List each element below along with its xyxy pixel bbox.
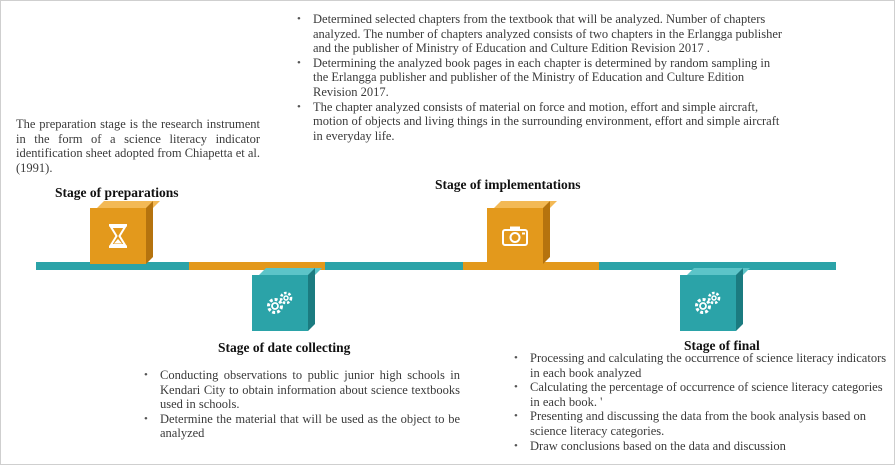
implementations-cube (487, 201, 557, 265)
gears-icon (267, 291, 293, 314)
final-title: Stage of final (684, 338, 760, 353)
implementations-bullet: Determining the analyzed book pages in e… (297, 56, 783, 100)
hourglass-icon (109, 224, 127, 248)
final-bullet: Draw conclusions based on the data and d… (514, 439, 890, 454)
data-collecting-bullet: Conducting observations to public junior… (144, 368, 460, 412)
final-cube (680, 268, 750, 332)
implementations-bullet: The chapter analyzed consists of materia… (297, 100, 783, 144)
timeline-segment (325, 262, 463, 270)
camera-icon (502, 226, 528, 246)
implementations-bullets: Determined selected chapters from the te… (293, 12, 783, 143)
data-collecting-title: Stage of date collecting (218, 340, 351, 355)
gears-icon (695, 291, 721, 314)
implementations-bullet: Determined selected chapters from the te… (297, 12, 783, 56)
timeline-segment (36, 262, 189, 270)
final-bullet: Processing and calculating the occurrenc… (514, 351, 890, 380)
preparations-description: The preparation stage is the research in… (16, 117, 261, 175)
implementations-title: Stage of implementations (435, 177, 581, 192)
preparations-cube (90, 201, 160, 265)
data-collecting-bullet: Determine the material that will be used… (144, 412, 460, 441)
timeline-segment (189, 262, 325, 270)
timeline-segment (463, 262, 599, 270)
final-bullet: Calculating the percentage of occurrence… (514, 380, 890, 409)
final-bullets: Processing and calculating the occurrenc… (510, 351, 890, 453)
final-bullet: Presenting and discussing the data from … (514, 409, 890, 438)
preparations-title: Stage of preparations (55, 185, 179, 200)
data-collecting-cube (252, 268, 322, 332)
timeline-segment (599, 262, 836, 270)
data-collecting-bullets: Conducting observations to public junior… (140, 368, 460, 441)
